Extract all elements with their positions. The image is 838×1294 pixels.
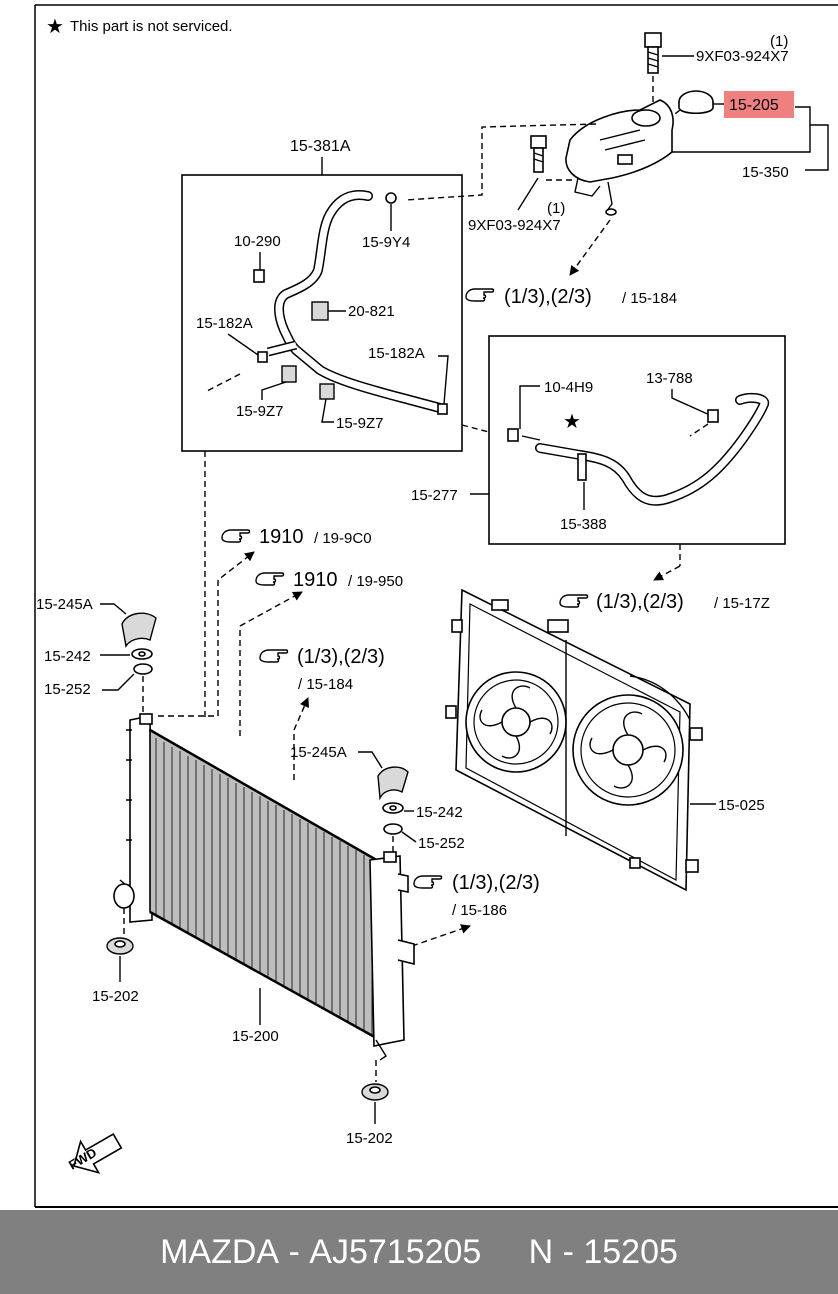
p15-242-right-label: 15-242 bbox=[416, 804, 463, 821]
p15-277-label: 15-277 bbox=[411, 487, 458, 504]
bypass-hose-box bbox=[488, 335, 786, 545]
p15-252-right-label: 15-252 bbox=[418, 835, 465, 852]
footer-part-number: AJ5715205 bbox=[309, 1232, 482, 1271]
insulator-245a-left bbox=[121, 612, 157, 648]
ref1-sub: / 15-184 bbox=[622, 290, 677, 307]
bolt-mid-qty: (1) bbox=[547, 200, 565, 217]
p13-788-label: 13-788 bbox=[646, 370, 693, 387]
cap-label: 15-205 bbox=[729, 97, 779, 114]
bolt-top bbox=[644, 32, 662, 74]
clip-9z7-a bbox=[281, 365, 297, 383]
ref2-main: 1910 bbox=[259, 526, 304, 548]
p15-182a-left-label: 15-182A bbox=[196, 315, 253, 332]
mount-202-left bbox=[106, 937, 134, 955]
p15-9z7-a-label: 15-9Z7 bbox=[236, 403, 284, 420]
washer-242-left bbox=[131, 648, 153, 660]
ref5-sub: / 15-184 bbox=[298, 676, 353, 693]
bypass-hose bbox=[535, 392, 770, 506]
footer-brand: MAZDA bbox=[160, 1232, 280, 1271]
p15-245a-right-label: 15-245A bbox=[290, 744, 347, 761]
p15-388-label: 15-388 bbox=[560, 516, 607, 533]
p15-025-label: 15-025 bbox=[718, 797, 765, 814]
hose-assy-box bbox=[181, 174, 463, 452]
p15-9z7-b-label: 15-9Z7 bbox=[336, 415, 384, 432]
bolt-mid-label: 9XF03-924X7 bbox=[468, 217, 561, 234]
bolt-top-qty: (1) bbox=[770, 33, 788, 50]
star-icon: ★ bbox=[46, 16, 64, 38]
fan-assembly bbox=[445, 588, 703, 892]
mount-202-right bbox=[361, 1083, 389, 1101]
fwd-arrow-icon bbox=[73, 1132, 123, 1174]
ref2-sub: / 19-9C0 bbox=[314, 530, 372, 547]
clamp-182a-left bbox=[257, 351, 268, 363]
pointing-hand-icon bbox=[413, 875, 443, 889]
clip-10-290 bbox=[253, 269, 265, 283]
ref3-main: 1910 bbox=[293, 569, 338, 591]
ref5-main: (1/3),(2/3) bbox=[297, 646, 385, 668]
footer-gap bbox=[481, 1233, 528, 1272]
parts-diagram: ★ This part is not serviced. (1) 9XF03-9… bbox=[34, 4, 838, 1208]
clip-9z7-b bbox=[319, 383, 335, 400]
hose-assy-label: 15-381A bbox=[290, 138, 351, 155]
footer-ref-number: N - 15205 bbox=[528, 1232, 678, 1271]
clip-9y4 bbox=[385, 192, 397, 204]
ref3-sub: / 19-950 bbox=[348, 573, 403, 590]
clip-9y4-label: 15-9Y4 bbox=[362, 234, 410, 251]
expansion-tank bbox=[565, 99, 674, 216]
footer-bar: MAZDA - AJ5715205 N - 15205 bbox=[0, 1210, 838, 1294]
clamp-10-4h9 bbox=[507, 428, 519, 442]
p20-821-label: 20-821 bbox=[348, 303, 395, 320]
ref6-sub: / 15-186 bbox=[452, 902, 507, 919]
ref1-main: (1/3),(2/3) bbox=[504, 286, 592, 308]
pointing-hand-icon bbox=[465, 288, 495, 302]
bolt-mid bbox=[530, 135, 547, 173]
p15-202-right-label: 15-202 bbox=[346, 1130, 393, 1147]
tank-label: 15-350 bbox=[742, 164, 789, 181]
p15-182a-right-label: 15-182A bbox=[368, 345, 425, 362]
p10-4h9-label: 10-4H9 bbox=[544, 379, 593, 396]
p15-252-left-label: 15-252 bbox=[44, 681, 91, 698]
notice-text: This part is not serviced. bbox=[70, 18, 233, 35]
pointing-hand-icon bbox=[221, 529, 251, 543]
clamp-13-788 bbox=[707, 409, 719, 423]
washer-242-right bbox=[382, 802, 404, 814]
insulator-245a-right bbox=[377, 766, 409, 801]
washer-252-right bbox=[383, 823, 403, 835]
star-icon-hose: ★ bbox=[563, 411, 581, 433]
footer-sep: - bbox=[279, 1232, 310, 1271]
washer-252-left bbox=[133, 663, 153, 675]
p15-200-label: 15-200 bbox=[232, 1028, 279, 1045]
p10-290-label: 10-290 bbox=[234, 233, 281, 250]
pointing-hand-icon bbox=[259, 649, 289, 663]
p15-242-left-label: 15-242 bbox=[44, 648, 91, 665]
pointing-hand-icon bbox=[255, 572, 285, 586]
p15-202-left-label: 15-202 bbox=[92, 988, 139, 1005]
cap-highlight bbox=[724, 91, 794, 118]
clamp-182a-right bbox=[437, 403, 448, 415]
pointing-hand-icon bbox=[559, 594, 589, 608]
radiator bbox=[113, 713, 415, 1061]
upper-hose bbox=[266, 190, 445, 413]
ref6-main: (1/3),(2/3) bbox=[452, 872, 540, 894]
ref4-main: (1/3),(2/3) bbox=[596, 591, 684, 613]
radiator-cap bbox=[678, 90, 714, 115]
clip-20-821 bbox=[311, 301, 329, 321]
bolt-top-label: 9XF03-924X7 bbox=[696, 48, 789, 65]
ref4-sub: / 15-17Z bbox=[714, 595, 770, 612]
p15-245a-left-label: 15-245A bbox=[36, 596, 93, 613]
